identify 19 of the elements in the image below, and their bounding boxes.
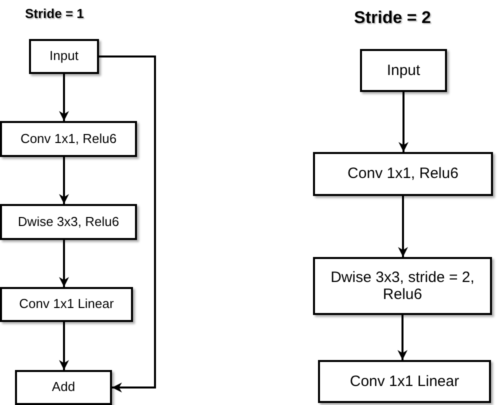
process-box: Dwise 3x3, Relu6	[0, 204, 137, 240]
process-box: Conv 1x1, Relu6	[313, 152, 493, 196]
process-box: Add	[15, 370, 112, 405]
arrow	[59, 157, 69, 204]
process-box: Conv 1x1 Linear	[0, 287, 133, 322]
arrow	[59, 322, 69, 370]
arrow	[99, 56, 156, 392]
arrow	[59, 240, 69, 287]
process-box: Conv 1x1 Linear	[318, 360, 491, 403]
arrow	[59, 74, 69, 121]
arrow	[398, 315, 408, 360]
process-box: Dwise 3x3, stride = 2, Relu6	[313, 257, 492, 315]
process-box: Input	[29, 39, 99, 74]
process-box: Conv 1x1, Relu6	[0, 121, 137, 157]
column-title: Stride = 2	[354, 8, 432, 28]
process-box: Input	[360, 49, 447, 92]
column-title: Stride = 1	[25, 6, 84, 21]
arrow	[398, 92, 408, 152]
arrow	[398, 196, 408, 257]
